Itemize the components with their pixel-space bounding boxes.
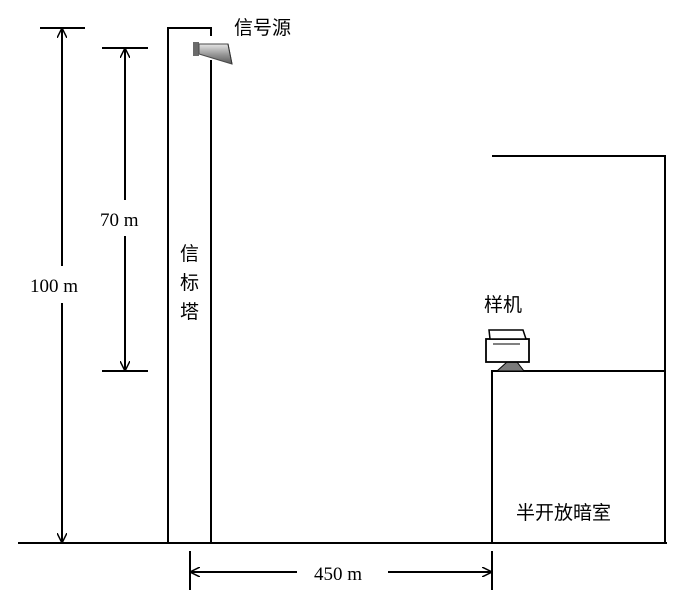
signal-tower [167,27,212,543]
sample-machine-label: 样机 [484,294,522,316]
chamber-upper-wall [492,155,666,543]
sample-device-icon [485,329,530,372]
chamber-outline [491,370,665,543]
tower-label-char-2: 标 [180,272,199,294]
dim-source-height-label: 70 m [100,210,139,231]
dim-distance-label: 450 m [314,564,362,585]
chamber-label: 半开放暗室 [516,502,611,524]
horn-antenna-icon [193,42,233,65]
signal-source-label: 信号源 [234,17,291,39]
tower-label-char-1: 信 [180,243,199,265]
tower-label-char-3: 塔 [180,301,199,323]
dim-total-height-label: 100 m [30,276,78,297]
